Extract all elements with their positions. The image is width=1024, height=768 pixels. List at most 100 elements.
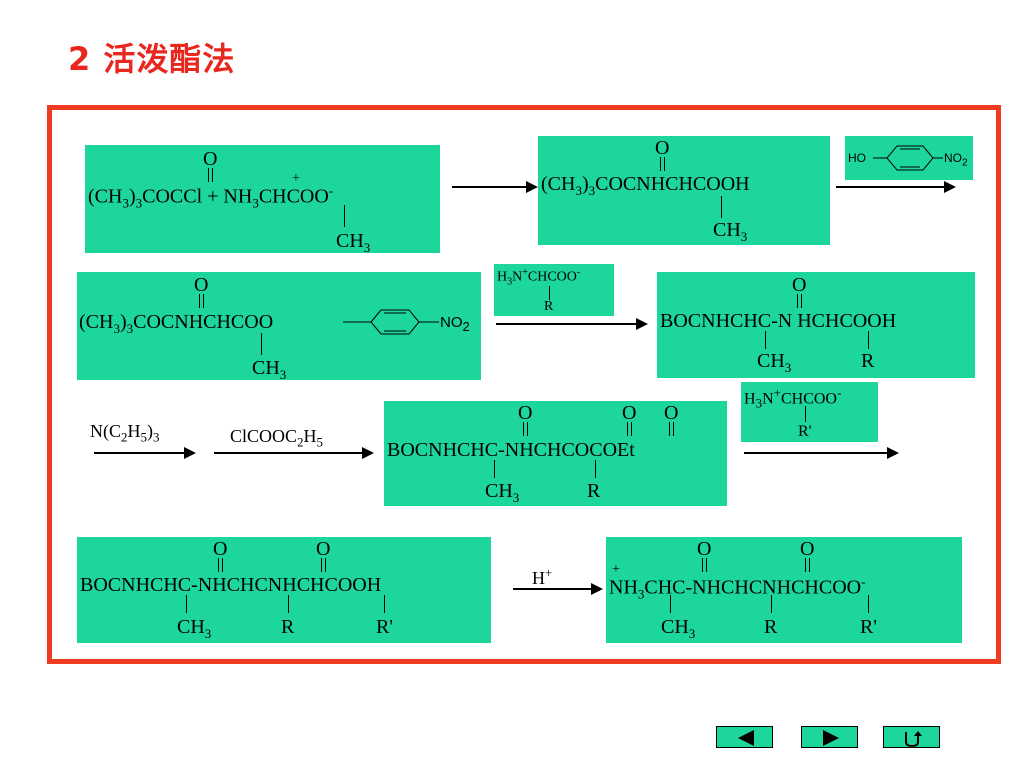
single-bond	[868, 331, 869, 349]
carbonyl-o: O	[655, 137, 670, 159]
carbonyl-o: O	[194, 274, 209, 296]
single-bond	[186, 595, 187, 613]
double-bond	[527, 422, 528, 436]
side-chain-r: R	[587, 480, 601, 502]
double-bond	[669, 422, 670, 436]
reaction-arrow	[94, 447, 196, 459]
methyl-group: CH3	[485, 480, 520, 505]
methyl-group: CH3	[336, 230, 371, 255]
amino-acid-box-2	[741, 382, 878, 442]
amino-acid-formula: H3N+CHCOO-	[744, 385, 842, 411]
carbonyl-o: O	[800, 538, 815, 560]
carbonyl-o: O	[203, 148, 218, 170]
reagent-triethylamine: N(C2H5)3	[90, 421, 160, 445]
acid-condition: H+	[532, 565, 553, 588]
active-ester-formula: (CH3)3COCNHCHCOO	[79, 311, 274, 336]
hydroxy-label: HO	[848, 151, 866, 165]
methyl-group: CH3	[757, 350, 792, 375]
single-bond	[868, 595, 869, 613]
single-bond	[549, 286, 550, 300]
reaction-arrow	[513, 583, 603, 595]
double-bond	[631, 422, 632, 436]
reaction-arrow	[496, 318, 648, 330]
double-bond	[325, 558, 326, 572]
side-chain-r-prime: R'	[376, 616, 393, 638]
double-bond	[664, 157, 665, 171]
double-bond	[222, 558, 223, 572]
carbonyl-o: O	[792, 274, 807, 296]
previous-slide-button[interactable]	[716, 726, 773, 748]
carbonyl-o: O	[213, 538, 228, 560]
methyl-group: CH3	[661, 616, 696, 641]
methyl-group: CH3	[713, 219, 748, 244]
side-chain-r: R	[281, 616, 295, 638]
double-bond	[660, 157, 661, 171]
side-chain-r-prime: R'	[798, 423, 812, 440]
mixed-anhydride-box	[384, 401, 727, 506]
nitro-label: NO2	[944, 151, 968, 169]
page-title: 2 活泼酯法	[68, 40, 236, 78]
reaction-frame	[47, 105, 1001, 664]
carbonyl-o: O	[664, 402, 679, 424]
single-bond	[771, 595, 772, 613]
tripeptide-box	[77, 537, 491, 643]
free-tripeptide-formula: NH3CHC-NHCHCNHCHCOO-	[609, 574, 866, 602]
dipeptide-formula: BOCNHCHC-N HCHCOOH	[660, 310, 897, 332]
single-bond	[494, 460, 495, 478]
side-chain-r-prime: R'	[860, 616, 877, 638]
side-chain-r: R	[861, 350, 875, 372]
carbonyl-o: O	[697, 538, 712, 560]
double-bond	[702, 558, 703, 572]
return-icon	[905, 731, 922, 748]
double-bond	[212, 168, 213, 182]
reactant-box-1	[85, 145, 440, 253]
mixed-anhydride-formula: BOCNHCHC-NHCHCOCOEt	[387, 439, 635, 461]
double-bond	[218, 558, 219, 572]
reaction-arrow	[744, 447, 899, 459]
amino-acid-formula: H3N+CHCOO-	[497, 267, 581, 288]
double-bond	[801, 294, 802, 308]
carbonyl-o: O	[622, 402, 637, 424]
double-bond	[673, 422, 674, 436]
single-bond	[670, 595, 671, 613]
double-bond	[199, 294, 200, 308]
reactant-formula: (CH3)3COCCl + NH3CHCOO-	[88, 183, 334, 211]
dipeptide-box	[657, 272, 975, 378]
carbonyl-o: O	[518, 402, 533, 424]
single-bond	[288, 595, 289, 613]
double-bond	[208, 168, 209, 182]
tripeptide-formula: BOCNHCHC-NHCHCNHCHCOOH	[80, 574, 382, 596]
reagent-ethyl-chloroformate: ClCOOC2H5	[230, 426, 324, 450]
single-bond	[765, 331, 766, 349]
reaction-arrow	[836, 181, 956, 193]
active-ester-box	[77, 272, 481, 380]
triangle-right-icon	[823, 730, 839, 746]
single-bond	[384, 595, 385, 613]
side-chain-r: R	[764, 616, 778, 638]
p-nitrophenol-structure	[873, 145, 943, 171]
amino-acid-box	[494, 264, 614, 316]
side-chain-r: R	[544, 299, 554, 314]
boc-alanine-formula: (CH3)3COCNHCHCOOH	[541, 173, 750, 198]
single-bond	[721, 196, 722, 218]
double-bond	[627, 422, 628, 436]
double-bond	[706, 558, 707, 572]
reaction-arrow	[214, 447, 374, 459]
return-button[interactable]	[883, 726, 940, 748]
reaction-arrow	[452, 181, 538, 193]
double-bond	[805, 558, 806, 572]
triangle-left-icon	[738, 730, 754, 746]
double-bond	[797, 294, 798, 308]
boc-alanine-box	[538, 136, 830, 245]
plus-charge: +	[292, 171, 300, 186]
single-bond	[261, 333, 262, 355]
double-bond	[809, 558, 810, 572]
p-nitrophenol-box	[845, 136, 973, 180]
double-bond	[321, 558, 322, 572]
free-tripeptide-box	[606, 537, 962, 643]
next-slide-button[interactable]	[801, 726, 858, 748]
single-bond	[344, 205, 345, 227]
nitrophenyl-ring	[343, 309, 439, 335]
double-bond	[523, 422, 524, 436]
single-bond	[805, 406, 806, 422]
